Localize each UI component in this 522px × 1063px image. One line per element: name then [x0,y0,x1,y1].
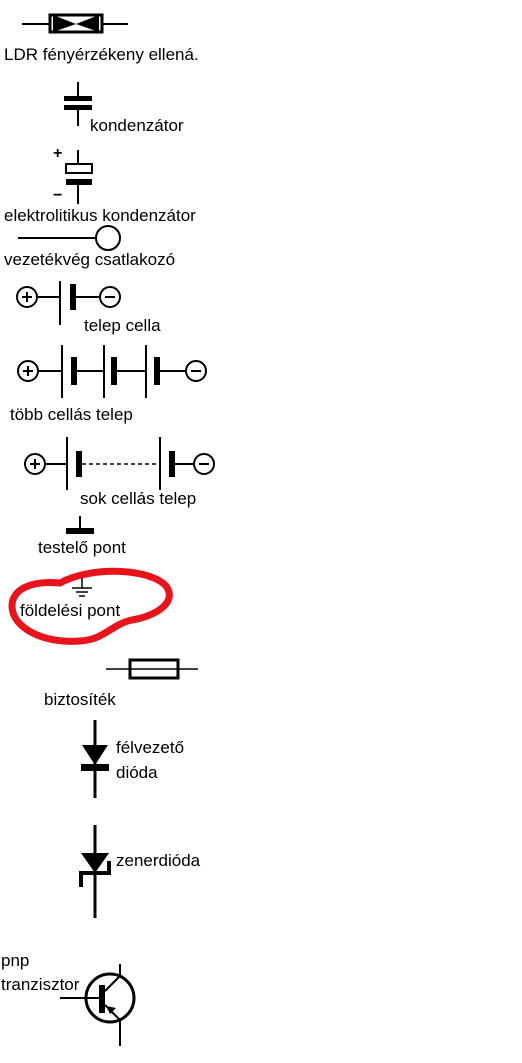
fuse-label: biztosíték [44,690,116,709]
highlight-circle [8,567,173,645]
semiconductor-diode-label-1: félvezető [116,738,185,757]
ldr-label: LDR fényérzékeny ellená. [4,45,199,64]
multi-cell-battery-label: több cellás telep [10,405,133,424]
wire-end-connector-symbol [18,225,121,251]
multi-cell-battery-symbol [17,345,207,398]
pnp-transistor-label-1: pnp [1,951,30,970]
capacitor-symbol [64,82,92,126]
many-cell-battery-symbol [24,437,215,490]
many-cell-battery-label: sok cellás telep [80,489,197,508]
earth-ground-symbol [8,567,173,645]
battery-cell-symbol [16,281,121,325]
wire-end-connector-label: vezetékvég csatlakozó [4,250,176,269]
capacitor-label: kondenzátor [90,116,184,135]
plus-sign: + [53,145,63,162]
electrolytic-capacitor-label: elektrolitikus kondenzátor [4,206,196,225]
zener-diode-label: zenerdióda [116,851,201,870]
battery-cell-label: telep cella [84,316,161,335]
pnp-transistor-label-2: tranzisztor [1,975,80,994]
minus-sign: − [53,187,63,204]
fuse-symbol [106,658,198,680]
chassis-ground-label: testelő pont [38,538,126,557]
ldr-symbol [22,13,128,34]
electrolytic-capacitor-symbol [65,150,93,204]
chassis-ground-symbol [66,516,94,534]
semiconductor-diode-label-2: dióda [116,763,158,782]
earth-ground-label: földelési pont [20,601,121,620]
semiconductor-diode-symbol [81,720,109,798]
zener-diode-symbol [79,825,111,918]
